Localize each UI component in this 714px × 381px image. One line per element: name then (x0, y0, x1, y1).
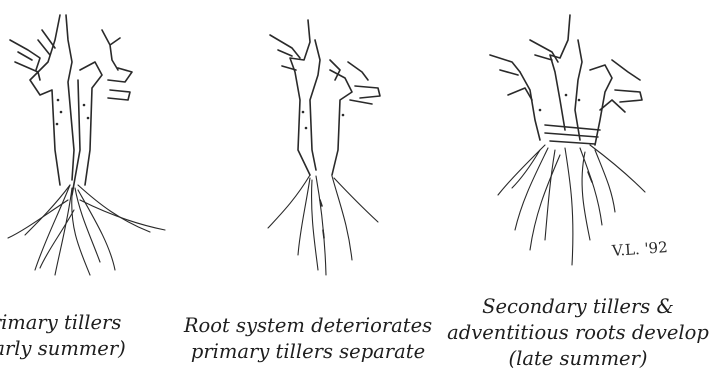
panel-3-shoots (490, 15, 642, 145)
panel-3-caption: Secondary tillers & adventitious roots d… (440, 294, 714, 372)
panel-3-caption-line-2: adventitious roots develop (440, 320, 714, 346)
panel-3-caption-line-3: (late summer) (440, 346, 714, 372)
panel-2-caption-line-2: primary tillers separate (178, 339, 438, 365)
panel-1-caption-line-2: (early summer) (0, 336, 170, 362)
panel-2-caption: Root system deteriorates primary tillers… (178, 313, 438, 365)
panel-3-caption-line-1: Secondary tillers & (440, 294, 714, 320)
panel-1-caption: Primary tillers (early summer) (0, 310, 170, 362)
panel-1-caption-line-1: Primary tillers (0, 310, 170, 336)
panel-2-caption-line-1: Root system deteriorates (178, 313, 438, 339)
